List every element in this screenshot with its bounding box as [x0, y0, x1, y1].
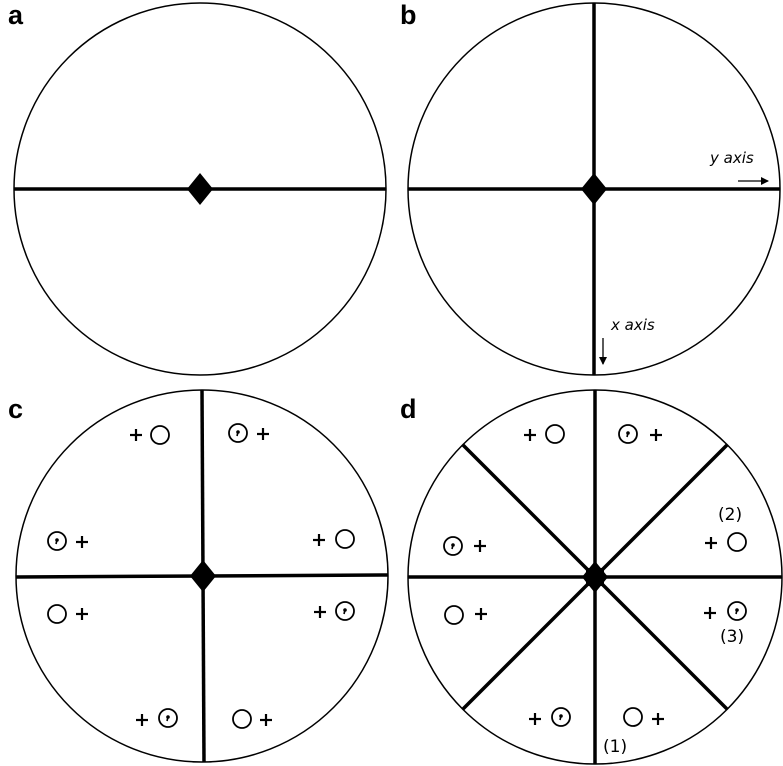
comma-circle-symbol: [551, 707, 571, 727]
open-circle-symbol: [444, 605, 464, 625]
comma-circle-symbol: [618, 424, 638, 444]
plus-symbol: [74, 606, 90, 622]
panel-label-a: a: [8, 0, 24, 30]
comma-circle-symbol: [335, 601, 355, 621]
plus-symbol: [311, 532, 327, 548]
plus-symbol: [472, 538, 488, 554]
plus-symbol: [128, 427, 144, 443]
y-axis-label: y axis: [709, 149, 754, 167]
panel-label-b: b: [400, 0, 417, 30]
plus-symbol: [527, 711, 543, 727]
panel-c: [15, 389, 389, 763]
plus-symbol: [255, 426, 271, 442]
panel-a: [13, 2, 387, 376]
plus-symbol: [522, 427, 538, 443]
open-circle-symbol: [623, 707, 643, 727]
plus-symbol: [312, 604, 328, 620]
panel-d: (1) (2) (3): [407, 389, 783, 765]
plus-symbol: [473, 606, 489, 622]
open-circle-symbol: [232, 709, 252, 729]
comma-circle-symbol: [228, 423, 248, 443]
plus-symbol: [702, 605, 718, 621]
fourfold-axis-symbol: [586, 568, 604, 586]
x-axis-label: x axis: [610, 316, 655, 334]
plus-symbol: [74, 534, 90, 550]
open-circle-symbol: [47, 604, 67, 624]
plus-symbol: [650, 711, 666, 727]
position-label-2: (2): [718, 505, 742, 525]
open-circle-symbol: [727, 532, 747, 552]
comma-circle-symbol: [443, 536, 463, 556]
panel-b: y axis x axis: [407, 2, 781, 376]
open-circle-symbol: [545, 424, 565, 444]
comma-circle-symbol: [47, 531, 67, 551]
comma-circle-symbol: [158, 708, 178, 728]
open-circle-symbol: [335, 529, 355, 549]
open-circle-symbol: [150, 425, 170, 445]
twofold-axis-symbol: [187, 173, 213, 205]
comma-circle-symbol: [727, 601, 747, 621]
twofold-axis-symbol: [581, 173, 607, 205]
position-label-3: (3): [720, 627, 744, 647]
position-label-1: (1): [603, 737, 627, 757]
plus-symbol: [258, 712, 274, 728]
plus-symbol: [703, 535, 719, 551]
plus-symbol: [134, 712, 150, 728]
panel-label-d: d: [400, 394, 417, 424]
twofold-axis-symbol: [190, 560, 216, 592]
panel-label-c: c: [8, 394, 24, 424]
plus-symbol: [648, 427, 664, 443]
